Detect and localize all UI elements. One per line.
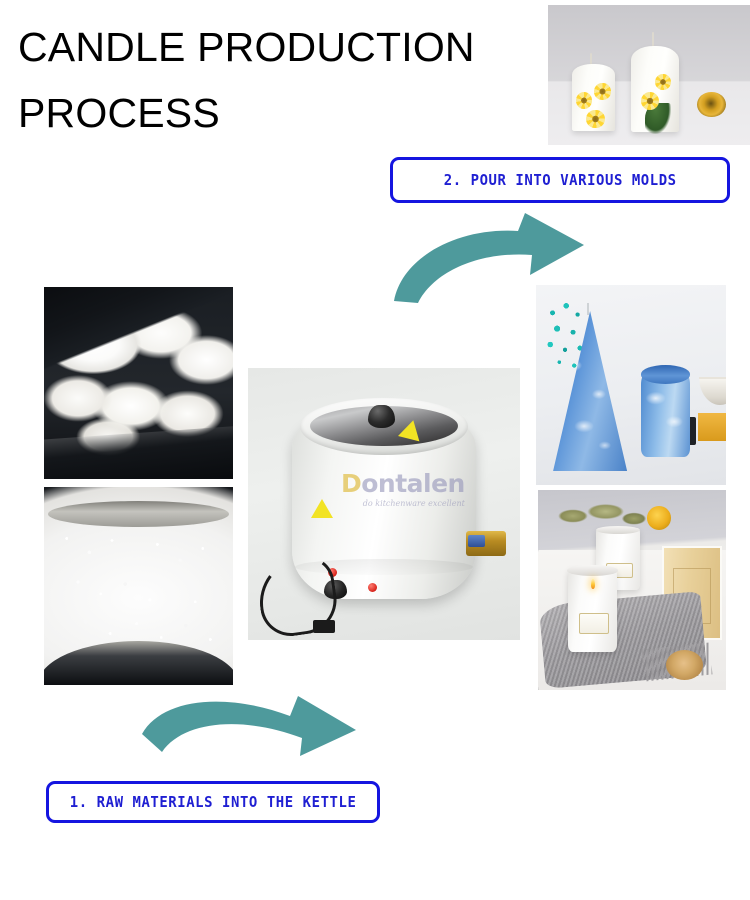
- photo-wax-pellets-image: [44, 487, 233, 685]
- photo-wax-chunks-image: [44, 287, 233, 479]
- photo-sunflower-candles-image: [548, 5, 750, 145]
- kettle-lid-knob: [367, 404, 395, 428]
- callout-step-2: 2. POUR INTO VARIOUS MOLDS: [390, 157, 730, 203]
- orange-object: [697, 413, 726, 441]
- flame-icon: [590, 578, 595, 589]
- indicator-light: [328, 567, 338, 577]
- candle-wick-icon: [652, 31, 655, 49]
- cylinder-candle: [640, 365, 691, 457]
- sunflower-icon: [640, 91, 660, 110]
- photo-blue-candles: [536, 285, 726, 485]
- candle-label: [578, 613, 610, 634]
- power-plug: [313, 619, 336, 634]
- sunflower-icon: [576, 91, 593, 109]
- sunflower-icon: [586, 110, 605, 129]
- sunflower-icon: [655, 73, 672, 91]
- dried-rose-icon: [647, 506, 672, 530]
- indicator-light: [367, 582, 377, 592]
- arrow-step-1-icon: [142, 696, 356, 756]
- callout-step-2-label: 2. POUR INTO VARIOUS MOLDS: [443, 171, 677, 189]
- candle-wick-icon: [587, 303, 590, 315]
- photo-wax-chunks: [44, 287, 233, 479]
- dried-flower-icon: [697, 91, 726, 117]
- page-title: CANDLE PRODUCTION PROCESS: [18, 24, 475, 137]
- callout-step-1: 1. RAW MATERIALS INTO THE KETTLE: [46, 781, 380, 823]
- drain-valve: [465, 531, 507, 556]
- photo-sunflower-candles: [548, 5, 750, 145]
- photo-jar-candles-image: [538, 490, 726, 690]
- callout-step-1-label: 1. RAW MATERIALS INTO THE KETTLE: [69, 793, 357, 811]
- photo-wax-pellets: [44, 487, 233, 685]
- photo-blue-candles-image: [536, 285, 726, 485]
- bowl-icon: [699, 377, 726, 405]
- warning-triangle-icon: [310, 498, 333, 518]
- sunflower-icon: [594, 83, 611, 101]
- wood-slice: [665, 650, 704, 680]
- candle-wick-icon: [590, 52, 593, 67]
- temperature-knob: [324, 580, 348, 600]
- photo-kettle: Dontalen do kitchenware excellent: [248, 368, 520, 640]
- photo-jar-candles: [538, 490, 726, 690]
